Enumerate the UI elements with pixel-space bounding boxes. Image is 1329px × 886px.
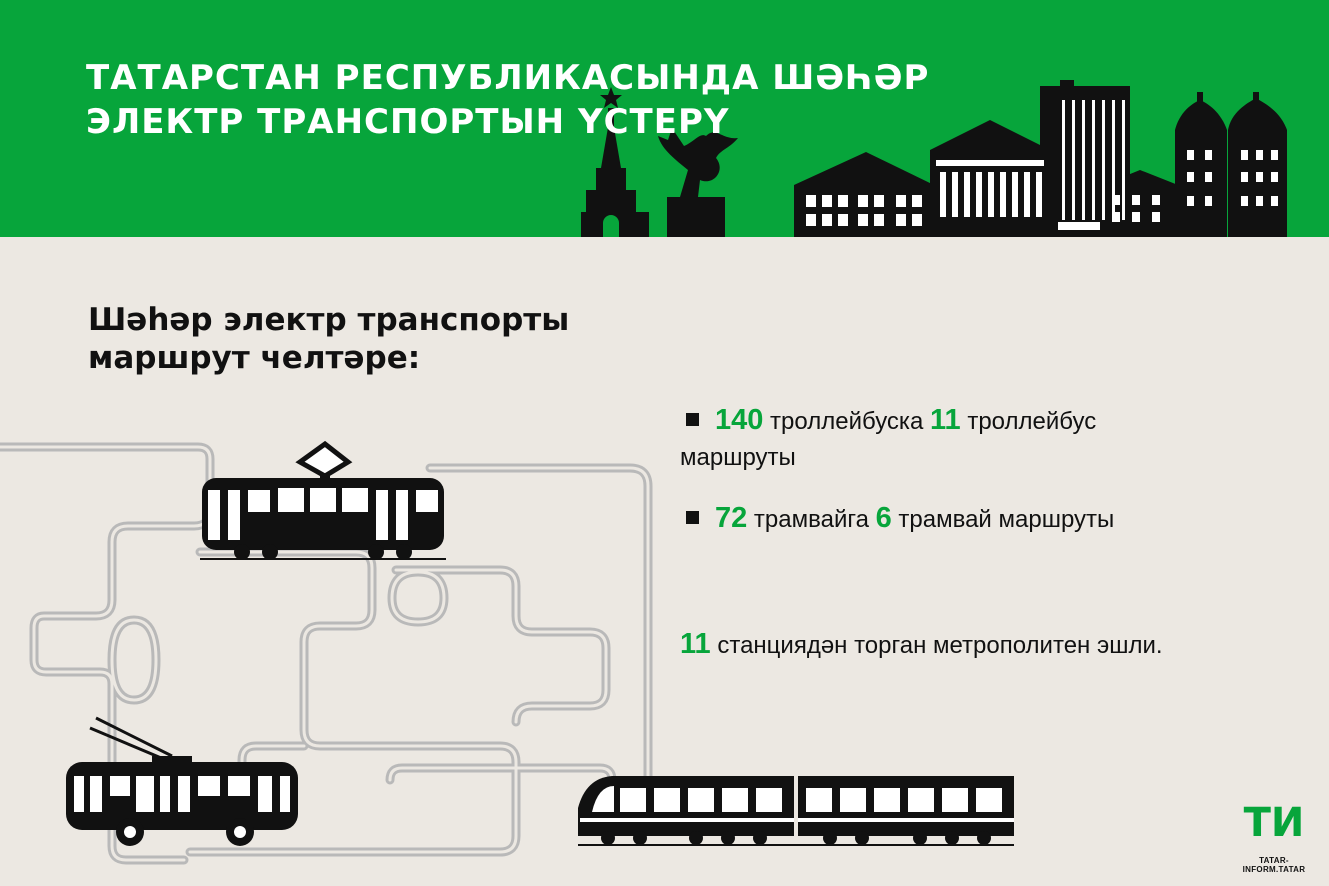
header-banner: ТАТАРСТАН РЕСПУБЛИКАСЫНДА ШӘҺӘР ЭЛЕКТР Т… [0,0,1329,237]
tram-fact: 72 трамвайга 6 трамвай маршруты [680,500,1240,538]
logo-mark: ТИ [1243,800,1305,846]
section-heading-line-2: маршрут челтәре: [88,340,421,376]
tram-routes-count: 6 [875,502,892,534]
bullet-icon [686,413,699,426]
logo-site-text: TATAR-INFORM.TATAR [1242,856,1306,874]
title-line-2: ЭЛЕКТР ТРАНСПОРТЫН ҮСТЕРҮ [86,102,730,142]
metro-train-icon [578,776,1014,846]
trolleybus-icon [66,716,298,846]
fact-text: трамвай маршруты [891,506,1115,533]
page-title: ТАТАРСТАН РЕСПУБЛИКАСЫНДА ШӘҺӘР ЭЛЕКТР Т… [86,56,929,144]
kremlin-tower-icon [581,87,649,237]
fact-text: трамвайга [747,506,876,533]
tram-icon [200,440,446,560]
metro-stations-count: 11 [680,628,711,660]
city-skyline-illustration [581,80,1287,237]
bullet-icon [686,511,699,524]
tram-count: 72 [715,502,748,534]
fact-text: станциядән торган метрополитен эшли. [710,632,1163,659]
metro-fact: 11 станциядән торган метрополитен эшли. [680,626,1280,664]
trolleybus-count: 140 [715,404,764,436]
logo: ТИ TATAR-INFORM.TATAR [1232,800,1316,874]
trolleybus-fact: 140 троллейбуска 11 троллейбус маршруты [680,402,1200,476]
fact-text: троллейбус маршруты [680,408,1097,471]
section-heading: Шәһәр электр транспорты маршрут челтәре: [88,301,569,377]
section-heading-line-1: Шәһәр электр транспорты [88,302,570,338]
fact-text: троллейбуска [763,408,930,435]
zilant-dragon-icon [658,128,738,237]
trolleybus-routes-count: 11 [929,404,961,436]
title-line-1: ТАТАРСТАН РЕСПУБЛИКАСЫНДА ШӘҺӘР [86,58,930,98]
